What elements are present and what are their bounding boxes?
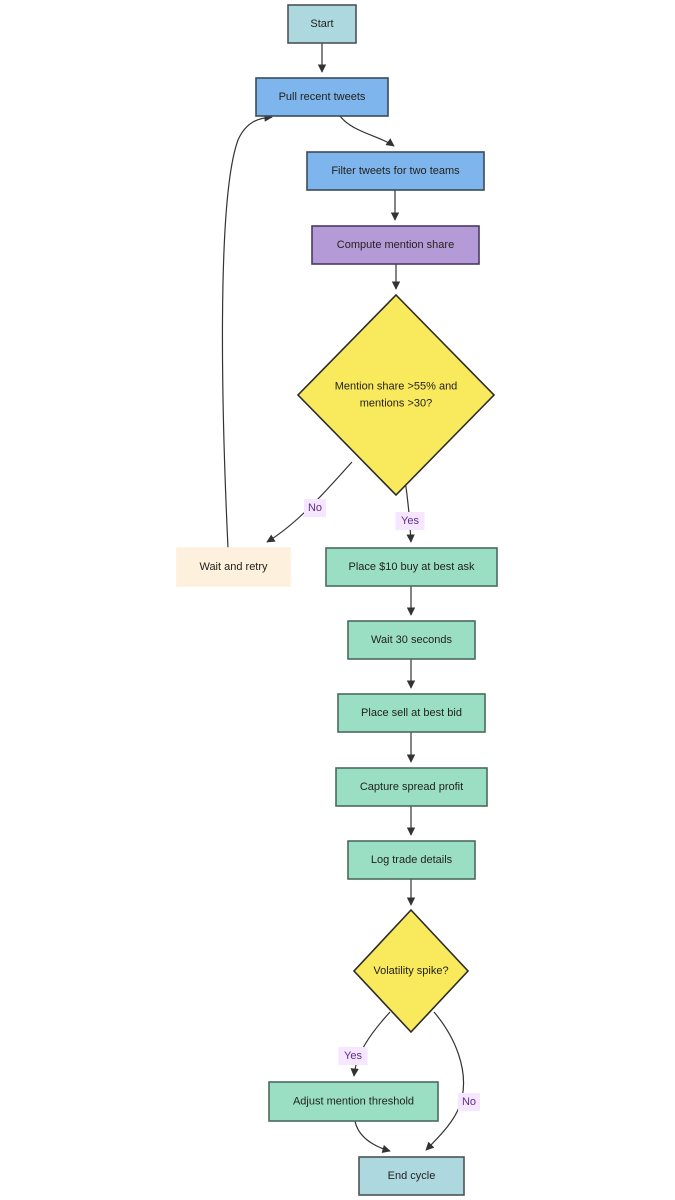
process-shape <box>176 547 291 587</box>
process-shape <box>311 225 480 265</box>
node-wait_retry[interactable]: Wait and retry <box>176 547 291 587</box>
node-adjust[interactable]: Adjust mention threshold <box>268 1081 439 1122</box>
node-buy[interactable]: Place $10 buy at best ask <box>325 547 498 587</box>
edge-label-text: Yes <box>344 1050 362 1062</box>
edge-decide_vol-to-end <box>425 1011 465 1151</box>
decision-shape <box>296 293 496 497</box>
edge-label-text: Yes <box>401 515 419 527</box>
edge-adjust-to-end <box>354 1120 391 1154</box>
node-wait30[interactable]: Wait 30 seconds <box>347 620 476 660</box>
process-shape <box>335 767 488 807</box>
process-shape <box>287 4 357 44</box>
decision-shape <box>352 908 470 1034</box>
node-start[interactable]: Start <box>287 4 357 44</box>
process-shape <box>358 1156 465 1196</box>
node-pull[interactable]: Pull recent tweets <box>255 77 389 117</box>
process-shape <box>347 620 476 660</box>
edge-label-yes-decide_share: Yes <box>395 512 425 530</box>
node-decide_vol[interactable]: Volatility spike? <box>352 908 470 1034</box>
edge-wait_retry-to-pull <box>221 113 273 549</box>
edge-decide_share-to-buy <box>404 479 415 543</box>
edge-pull-to-filter <box>339 115 395 147</box>
process-shape <box>337 693 486 733</box>
node-end[interactable]: End cycle <box>358 1156 465 1196</box>
node-compute[interactable]: Compute mention share <box>311 225 480 265</box>
process-shape <box>268 1081 439 1122</box>
process-shape <box>325 547 498 587</box>
node-log[interactable]: Log trade details <box>347 840 476 880</box>
edge-label-no-decide_vol: No <box>458 1093 480 1111</box>
edge-label-background <box>458 1093 480 1111</box>
edge-label-background <box>338 1047 368 1065</box>
edge-label-background <box>395 512 425 530</box>
node-filter[interactable]: Filter tweets for two teams <box>306 151 485 191</box>
edge-label-text: No <box>308 502 322 514</box>
node-spread[interactable]: Capture spread profit <box>335 767 488 807</box>
process-shape <box>306 151 485 191</box>
process-shape <box>255 77 389 117</box>
edge-label-no-decide_share: No <box>304 499 326 517</box>
edge-label-yes-decide_vol: Yes <box>338 1047 368 1065</box>
node-sell[interactable]: Place sell at best bid <box>337 693 486 733</box>
edge-label-text: No <box>462 1096 476 1108</box>
edge-decide_vol-to-adjust <box>350 1011 391 1077</box>
edge-label-background <box>304 499 326 517</box>
process-shape <box>347 840 476 880</box>
